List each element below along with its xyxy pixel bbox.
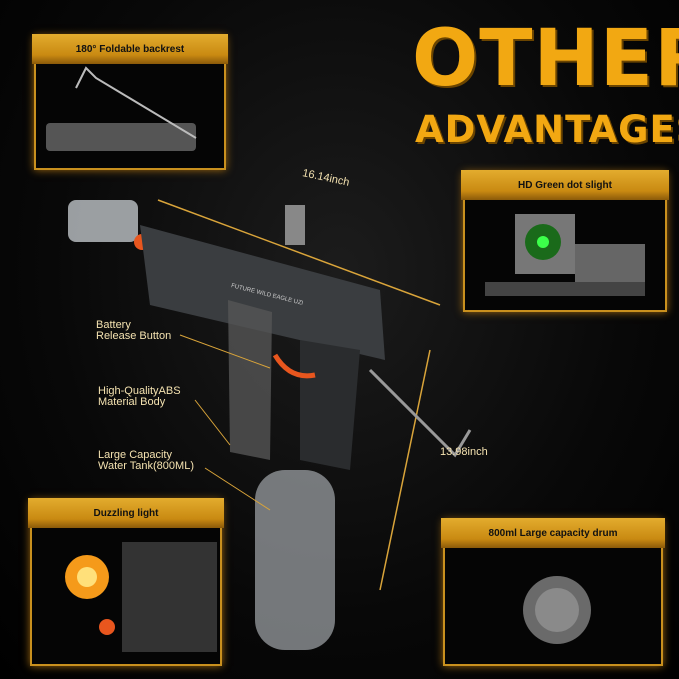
length-arrow: [157, 199, 441, 306]
callout-line: Large Capacity: [98, 449, 172, 461]
callout-line: Material Body: [98, 396, 166, 408]
panel-sight: HD Green dot slight: [461, 170, 669, 312]
title-advantages: ADVANTAGES: [415, 108, 679, 151]
panel-header: HD Green dot slight: [461, 170, 669, 200]
title-other: OTHER: [412, 14, 679, 104]
panel-header: 180° Foldable backrest: [32, 34, 228, 64]
callout-line: High-QualityABS: [98, 385, 181, 397]
water-tank: [255, 470, 335, 650]
panel-drum: 800ml Large capacity drum: [441, 518, 665, 666]
sight-image: [485, 214, 645, 296]
panel-header: 800ml Large capacity drum: [441, 518, 665, 548]
light-image: [65, 542, 217, 652]
height-arrow: [379, 349, 431, 591]
callout-line: Water Tank(800ML): [98, 460, 194, 472]
panel-header: Duzzling light: [28, 498, 224, 528]
panel-backrest: 180° Foldable backrest: [32, 34, 228, 170]
drum-image: [523, 576, 591, 644]
callout-line: Battery: [96, 319, 131, 331]
height-label: 13.98inch: [440, 446, 488, 458]
callout-line: Release Button: [96, 330, 172, 342]
backrest-image: [46, 66, 197, 151]
panel-light: Duzzling light: [28, 498, 224, 666]
